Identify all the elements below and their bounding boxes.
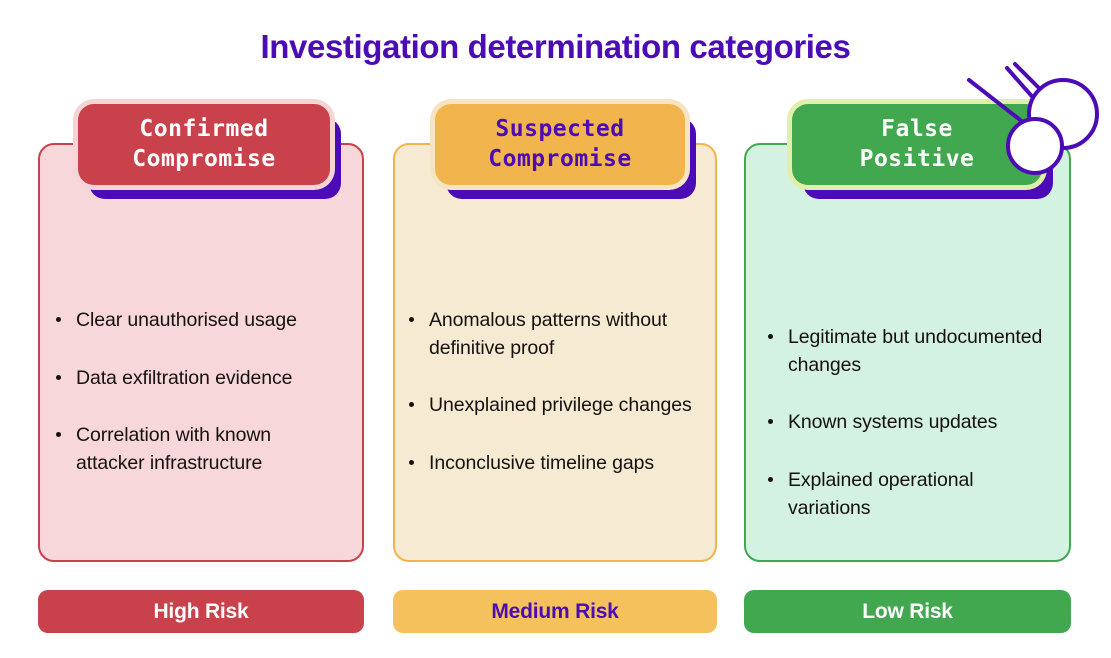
- list-item: Data exfiltration evidence: [54, 365, 342, 393]
- page-title: Investigation determination categories: [260, 28, 851, 65]
- bullet-dot-icon: [409, 402, 414, 408]
- bullet-dot-icon: [56, 374, 61, 380]
- risk-badge: Medium Risk: [393, 590, 717, 633]
- bullet-dot-icon: [56, 317, 61, 322]
- list-item-label: Unexplained privilege changes: [429, 394, 692, 417]
- bullet-dot-icon: [768, 334, 773, 339]
- category-header-label: Confirmed Compromise: [132, 116, 276, 172]
- category-header-pill: False Positive: [792, 104, 1042, 185]
- bullet-dot-icon: [768, 477, 773, 483]
- category-column: Anomalous patterns without definitive pr…: [393, 96, 717, 656]
- list-item: Unexplained privilege changes: [407, 392, 701, 420]
- category-header-pill: Confirmed Compromise: [78, 104, 330, 185]
- category-header-label: False Positive: [859, 116, 975, 172]
- list-item: Correlation with known attacker infrastr…: [54, 422, 342, 477]
- list-item: Explained operational variations: [766, 467, 1061, 522]
- list-item-label: Legitimate but undocumented changes: [788, 326, 1043, 376]
- bullet-dot-icon: [56, 432, 61, 438]
- list-item: Legitimate but undocumented changes: [766, 324, 1061, 379]
- bullet-dot-icon: [768, 419, 773, 425]
- category-card-body: [744, 143, 1071, 562]
- list-item-label: Clear unauthorised usage: [76, 309, 297, 331]
- list-item-label: Inconclusive timeline gaps: [429, 452, 655, 475]
- list-item: Anomalous patterns without definitive pr…: [407, 307, 701, 362]
- list-item-label: Explained operational variations: [788, 469, 974, 519]
- list-item-label: Correlation with known attacker infrastr…: [76, 424, 272, 475]
- category-card-body: [38, 143, 364, 562]
- category-header: Confirmed Compromise: [78, 104, 341, 199]
- category-bullet-list: Anomalous patterns without definitive pr…: [393, 143, 717, 562]
- category-header-label: Suspected Compromise: [488, 116, 632, 172]
- list-item-label: Data exfiltration evidence: [76, 366, 293, 389]
- risk-badge-label: Low Risk: [862, 599, 953, 623]
- risk-badge-label: High Risk: [153, 599, 249, 623]
- risk-badge: High Risk: [38, 590, 364, 633]
- list-item-label: Known systems updates: [788, 411, 998, 434]
- category-header: Suspected Compromise: [435, 104, 696, 199]
- risk-badge-label: Medium Risk: [491, 599, 619, 623]
- bullet-dot-icon: [409, 460, 414, 466]
- list-item-label: Anomalous patterns without definitive pr…: [429, 309, 668, 359]
- risk-badge: Low Risk: [744, 590, 1071, 633]
- bullet-dot-icon: [409, 317, 414, 322]
- category-card-body: [393, 143, 717, 562]
- category-header-pill: Suspected Compromise: [435, 104, 685, 185]
- category-header: False Positive: [792, 104, 1053, 199]
- list-item: Inconclusive timeline gaps: [407, 450, 701, 478]
- list-item: Clear unauthorised usage: [54, 307, 342, 335]
- list-item: Known systems updates: [766, 409, 1061, 437]
